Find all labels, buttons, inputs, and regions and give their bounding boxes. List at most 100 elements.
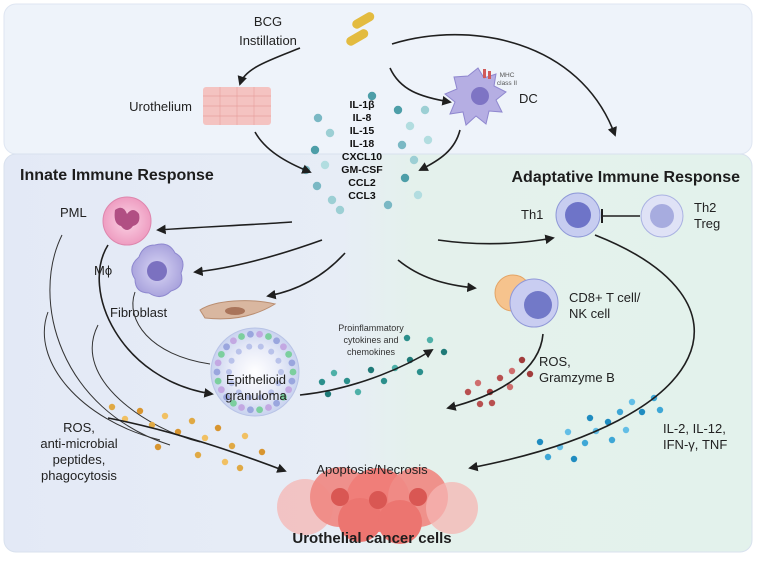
pml-cell-icon — [102, 196, 152, 246]
undefined — [409, 155, 419, 165]
undefined — [343, 377, 351, 385]
undefined — [236, 464, 244, 472]
undefined — [174, 428, 182, 436]
treg-label: Treg — [694, 216, 720, 231]
undefined — [544, 453, 552, 461]
undefined — [403, 334, 411, 342]
mhc-label-2: class II — [497, 80, 517, 87]
granuloma-cell — [268, 389, 275, 396]
undefined — [335, 205, 345, 215]
adaptive-ros-label-2: Gramzyme B — [539, 370, 615, 385]
undefined — [413, 190, 423, 200]
undefined — [228, 442, 236, 450]
innate-heading: Innate Immune Response — [20, 167, 214, 184]
proinflammatory-label: Proinflammatory — [338, 323, 404, 333]
il-label-2: IFN-γ, TNF — [663, 437, 727, 452]
undefined — [581, 439, 589, 447]
cytokine-il1b: IL-1β — [349, 99, 375, 111]
granuloma-cell — [230, 399, 237, 407]
th1-cell-icon — [555, 192, 601, 238]
arrow-granuloma-to-proinflammatory — [299, 348, 434, 396]
undefined — [367, 91, 377, 101]
apoptosis-label: Apoptosis/Necrosis — [316, 462, 428, 477]
granuloma-cell — [256, 406, 263, 414]
undefined — [604, 418, 612, 426]
undefined — [440, 348, 448, 356]
granuloma-cell — [257, 343, 264, 350]
granuloma-cell — [273, 399, 280, 407]
undefined — [616, 408, 624, 416]
mhc-label: MHC — [500, 72, 515, 79]
granuloma-label: Epithelioid — [226, 372, 286, 387]
cytokine-ccl2: CCL2 — [348, 177, 376, 189]
fibroblast-icon — [199, 300, 277, 320]
undefined — [380, 377, 388, 385]
undefined — [420, 105, 430, 115]
undefined — [148, 421, 156, 429]
innate-ros-label-2: anti-microbial — [40, 436, 117, 451]
fibroblast-label: Fibroblast — [110, 305, 167, 320]
undefined — [367, 366, 375, 374]
undefined — [474, 379, 482, 387]
arrow-bcg-to-dc — [389, 67, 452, 106]
undefined — [464, 388, 472, 396]
undefined — [383, 200, 393, 210]
undefined — [154, 443, 162, 451]
cytokine-il18: IL-18 — [350, 138, 375, 150]
undefined — [354, 388, 362, 396]
undefined — [416, 368, 424, 376]
bcg-bacteria-icon — [346, 12, 375, 46]
cytokine-gmcsf: GM-CSF — [341, 164, 383, 176]
innate-ros-label-3: peptides, — [53, 452, 106, 467]
cd8-label: CD8+ T cell/ — [569, 290, 641, 305]
urothelium-tissue-icon — [203, 87, 271, 125]
undefined — [393, 105, 403, 115]
granuloma-cell — [246, 343, 253, 350]
undefined — [506, 383, 514, 391]
undefined — [318, 378, 326, 386]
undefined — [313, 113, 323, 123]
undefined — [508, 367, 516, 375]
undefined — [188, 417, 196, 425]
il-dots — [536, 394, 664, 463]
innate-effector-dots — [108, 403, 266, 472]
granuloma-cell — [230, 337, 237, 345]
dc-label: DC — [519, 91, 538, 106]
innate-ros-label: ROS, — [63, 420, 95, 435]
th2-treg-cell-icon — [640, 194, 684, 238]
undefined — [426, 336, 434, 344]
urothelium-label: Urothelium — [129, 99, 192, 114]
macrophage-label: Mϕ — [94, 263, 112, 278]
cancer-cells-icon — [277, 467, 478, 544]
arrow-to-pml — [156, 221, 293, 235]
granuloma-cell — [280, 343, 287, 351]
granuloma-cell — [278, 369, 284, 375]
arrow-bcg-to-urothelium — [237, 47, 301, 86]
arrow-to-fibroblast — [266, 252, 346, 300]
bcg-label: BCG — [254, 14, 282, 29]
undefined — [536, 438, 544, 446]
adaptive-heading: Adaptative Immune Response — [512, 169, 741, 186]
granuloma-cell — [280, 393, 287, 401]
granuloma-cell — [223, 343, 230, 351]
th1-label: Th1 — [521, 207, 543, 222]
granuloma-cell — [256, 330, 263, 338]
line-innate-2 — [43, 311, 161, 441]
bcg-label-2: Instillation — [239, 33, 297, 48]
undefined — [214, 424, 222, 432]
granuloma-cell — [246, 394, 253, 401]
proinflammatory-label-3: chemokines — [347, 347, 396, 357]
granuloma-cell — [265, 333, 272, 340]
granuloma-cell — [217, 350, 225, 358]
cytokine-ccl3: CCL3 — [348, 190, 376, 202]
line-innate-1 — [49, 234, 171, 446]
arrow-pml-to-granuloma — [98, 244, 214, 398]
granuloma-cell — [268, 348, 275, 355]
arrow-innate-to-apoptosis — [107, 417, 287, 473]
arrow-to-macrophage — [193, 239, 323, 277]
granuloma-cell — [288, 359, 296, 367]
innate-ros-label-4: phagocytosis — [41, 468, 117, 483]
lower-panel — [3, 153, 753, 553]
cytokine-il15: IL-15 — [350, 125, 375, 137]
